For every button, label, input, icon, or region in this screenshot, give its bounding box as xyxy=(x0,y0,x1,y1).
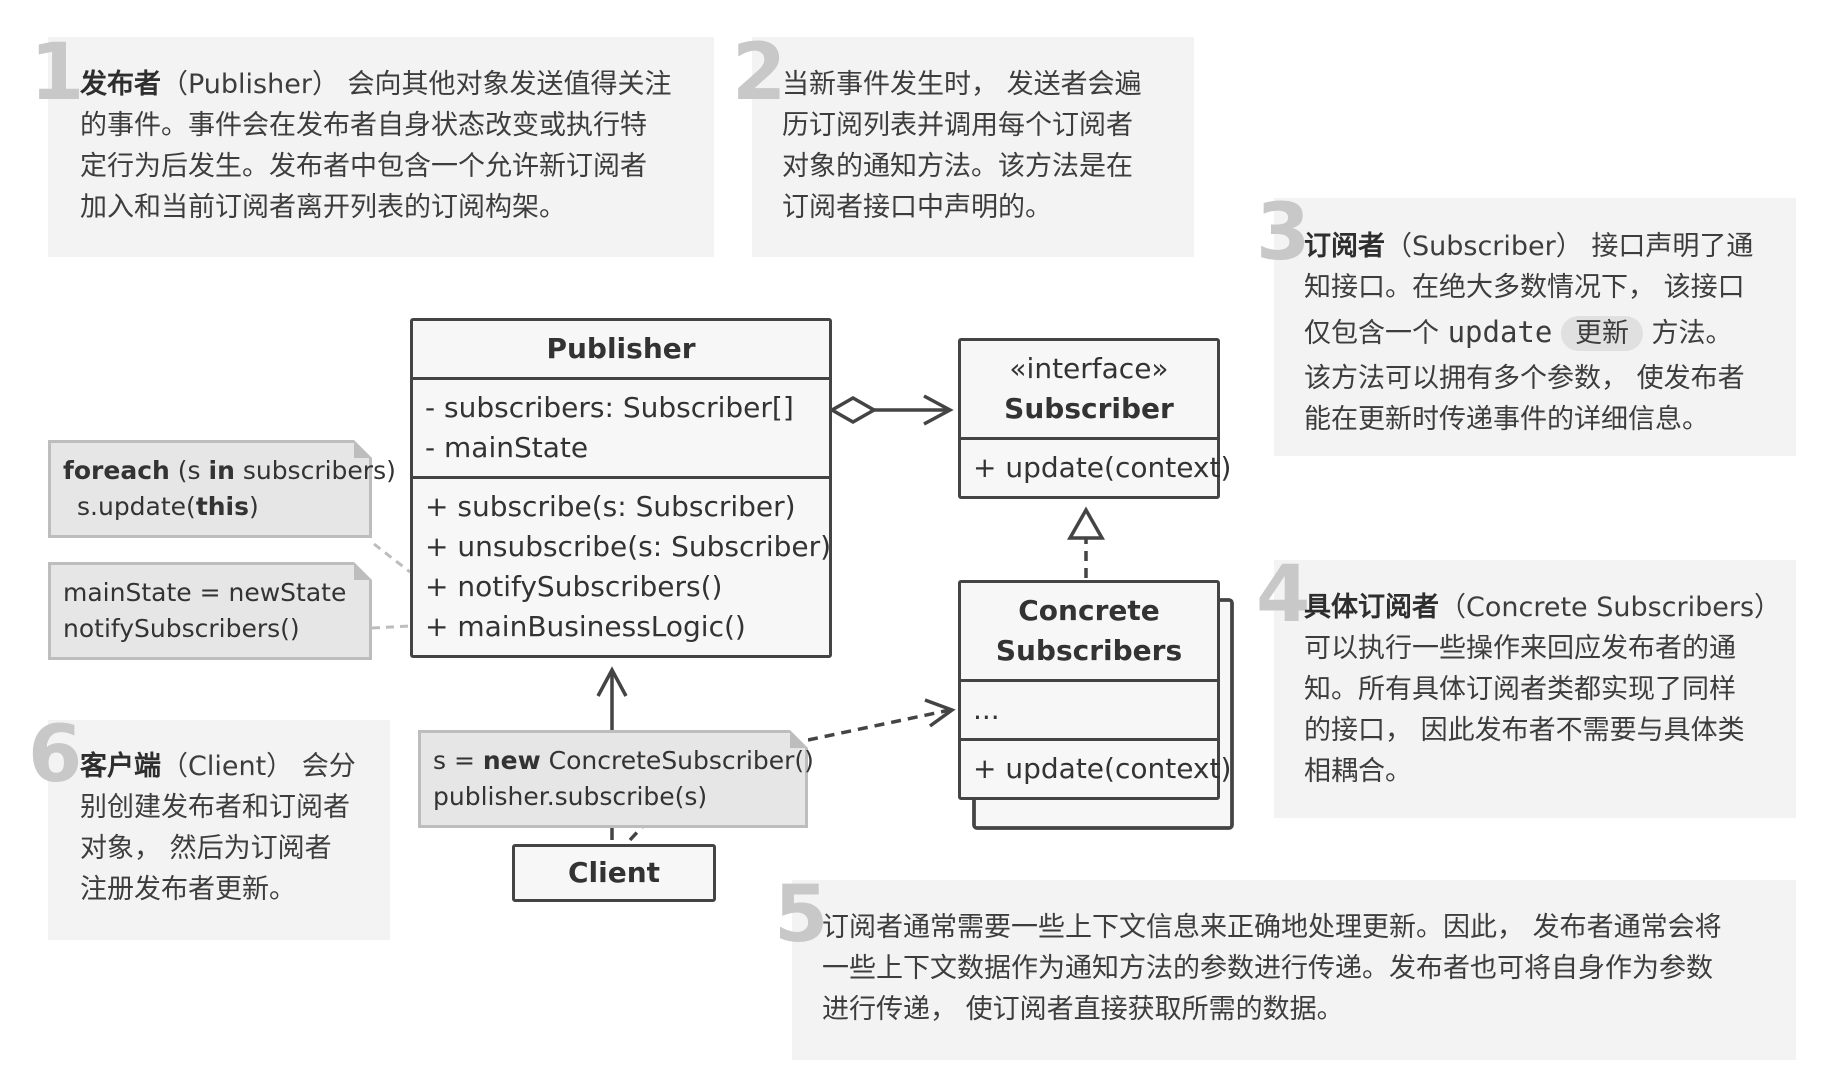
main-state-note: mainState = newState notifySubscribers() xyxy=(48,562,372,660)
card-client-description xyxy=(48,720,390,940)
card-4-title: 具体订阅者 xyxy=(1304,592,1439,623)
concrete-method: + update(context) xyxy=(973,752,1232,785)
note-to-concrete-line xyxy=(807,708,951,742)
card-6-text: 客户端（Client） 会分 别创建发布者和订阅者 对象， 然后为订阅者 注册发… xyxy=(80,751,356,905)
subscriber-interface-header: «interface» Subscriber xyxy=(961,341,1217,440)
concrete-fields: ... xyxy=(961,682,1217,741)
concrete-field: ... xyxy=(973,693,1000,726)
card-publisher-description xyxy=(48,37,714,257)
client-class: Client xyxy=(512,844,716,902)
client-to-concrete-arrowhead xyxy=(924,698,956,728)
foreach-note: foreach (s in subscribers) s.update(this… xyxy=(48,440,396,538)
card-3-number: 3 xyxy=(1256,188,1311,278)
realization-triangle xyxy=(1066,506,1106,540)
concrete-methods: + update(context) xyxy=(961,741,1232,797)
update-code: update xyxy=(1447,315,1553,349)
card-context-description xyxy=(792,880,1796,1060)
subscriber-methods: + update(context) xyxy=(961,440,1232,496)
publisher-method: + mainBusinessLogic() xyxy=(425,610,746,643)
aggregation-diamond xyxy=(828,395,878,425)
publisher-class: Publisher - subscribers: Subscriber[] - … xyxy=(410,318,832,658)
card-1-title: 发布者 xyxy=(80,69,161,100)
note-fold-icon xyxy=(790,730,808,748)
card-2-text: 当新事件发生时， 发送者会遍 历订阅列表并调用每个订阅者 对象的通知方法。该方法… xyxy=(782,69,1142,223)
subscriber-interface: «interface» Subscriber + update(context) xyxy=(958,338,1232,499)
note-fold-icon xyxy=(354,440,372,458)
concrete-class-name-1: Concrete xyxy=(1018,594,1160,627)
subscriber-method: + update(context) xyxy=(973,451,1232,484)
publisher-methods: + subscribe(s: Subscriber) + unsubscribe… xyxy=(413,479,832,655)
publisher-method: + unsubscribe(s: Subscriber) xyxy=(425,530,832,563)
client-to-publisher-arrowhead xyxy=(596,666,628,697)
concrete-class-header: Concrete Subscribers xyxy=(961,583,1217,682)
client-note: s = new ConcreteSubscriber() publisher.s… xyxy=(418,730,814,828)
subscriber-stereotype: «interface» xyxy=(1009,352,1169,385)
publisher-fields: - subscribers: Subscriber[] - mainState xyxy=(413,380,829,479)
card-subscriber-description xyxy=(1274,198,1796,456)
card-4-text: 具体订阅者（Concrete Subscribers） 可以执行一些操作来回应发… xyxy=(1304,592,1782,787)
publisher-method: + notifySubscribers() xyxy=(425,570,723,603)
card-concrete-description xyxy=(1274,560,1796,818)
aggregation-arrowhead xyxy=(923,394,954,426)
concrete-subscribers-class: Concrete Subscribers ... + update(contex… xyxy=(958,580,1232,800)
card-3-title: 订阅者 xyxy=(1304,231,1385,262)
subscriber-class-name: Subscriber xyxy=(1004,392,1174,425)
card-4-number: 4 xyxy=(1256,550,1311,640)
state-note-connector xyxy=(371,624,411,630)
card-6-number: 6 xyxy=(28,710,83,800)
card-5-text: 订阅者通常需要一些上下文信息来正确地处理更新。因此， 发布者通常会将 一些上下文… xyxy=(822,912,1722,1025)
foreach-note-connector xyxy=(373,542,411,574)
card-notify-description xyxy=(752,37,1194,257)
publisher-field: - mainState xyxy=(425,431,589,464)
card-3-text: 订阅者（Subscriber） 接口声明了通 知接口。在绝大多数情况下， 该接口… xyxy=(1304,231,1754,435)
card-2-number: 2 xyxy=(732,28,787,118)
client-class-name: Client xyxy=(567,856,661,889)
card-5-number: 5 xyxy=(774,870,829,960)
publisher-method: + subscribe(s: Subscriber) xyxy=(425,490,796,523)
note-fold-icon xyxy=(354,562,372,580)
card-1-number: 1 xyxy=(30,28,85,118)
publisher-field: - subscribers: Subscriber[] xyxy=(425,391,794,424)
card-1-text: 发布者（Publisher） 会向其他对象发送值得关注 的事件。事件会在发布者自… xyxy=(80,69,672,223)
concrete-class-name-2: Subscribers xyxy=(995,634,1183,667)
publisher-class-name: Publisher xyxy=(413,321,829,380)
update-translation-pill: 更新 xyxy=(1560,316,1643,351)
card-6-title: 客户端 xyxy=(80,751,161,782)
